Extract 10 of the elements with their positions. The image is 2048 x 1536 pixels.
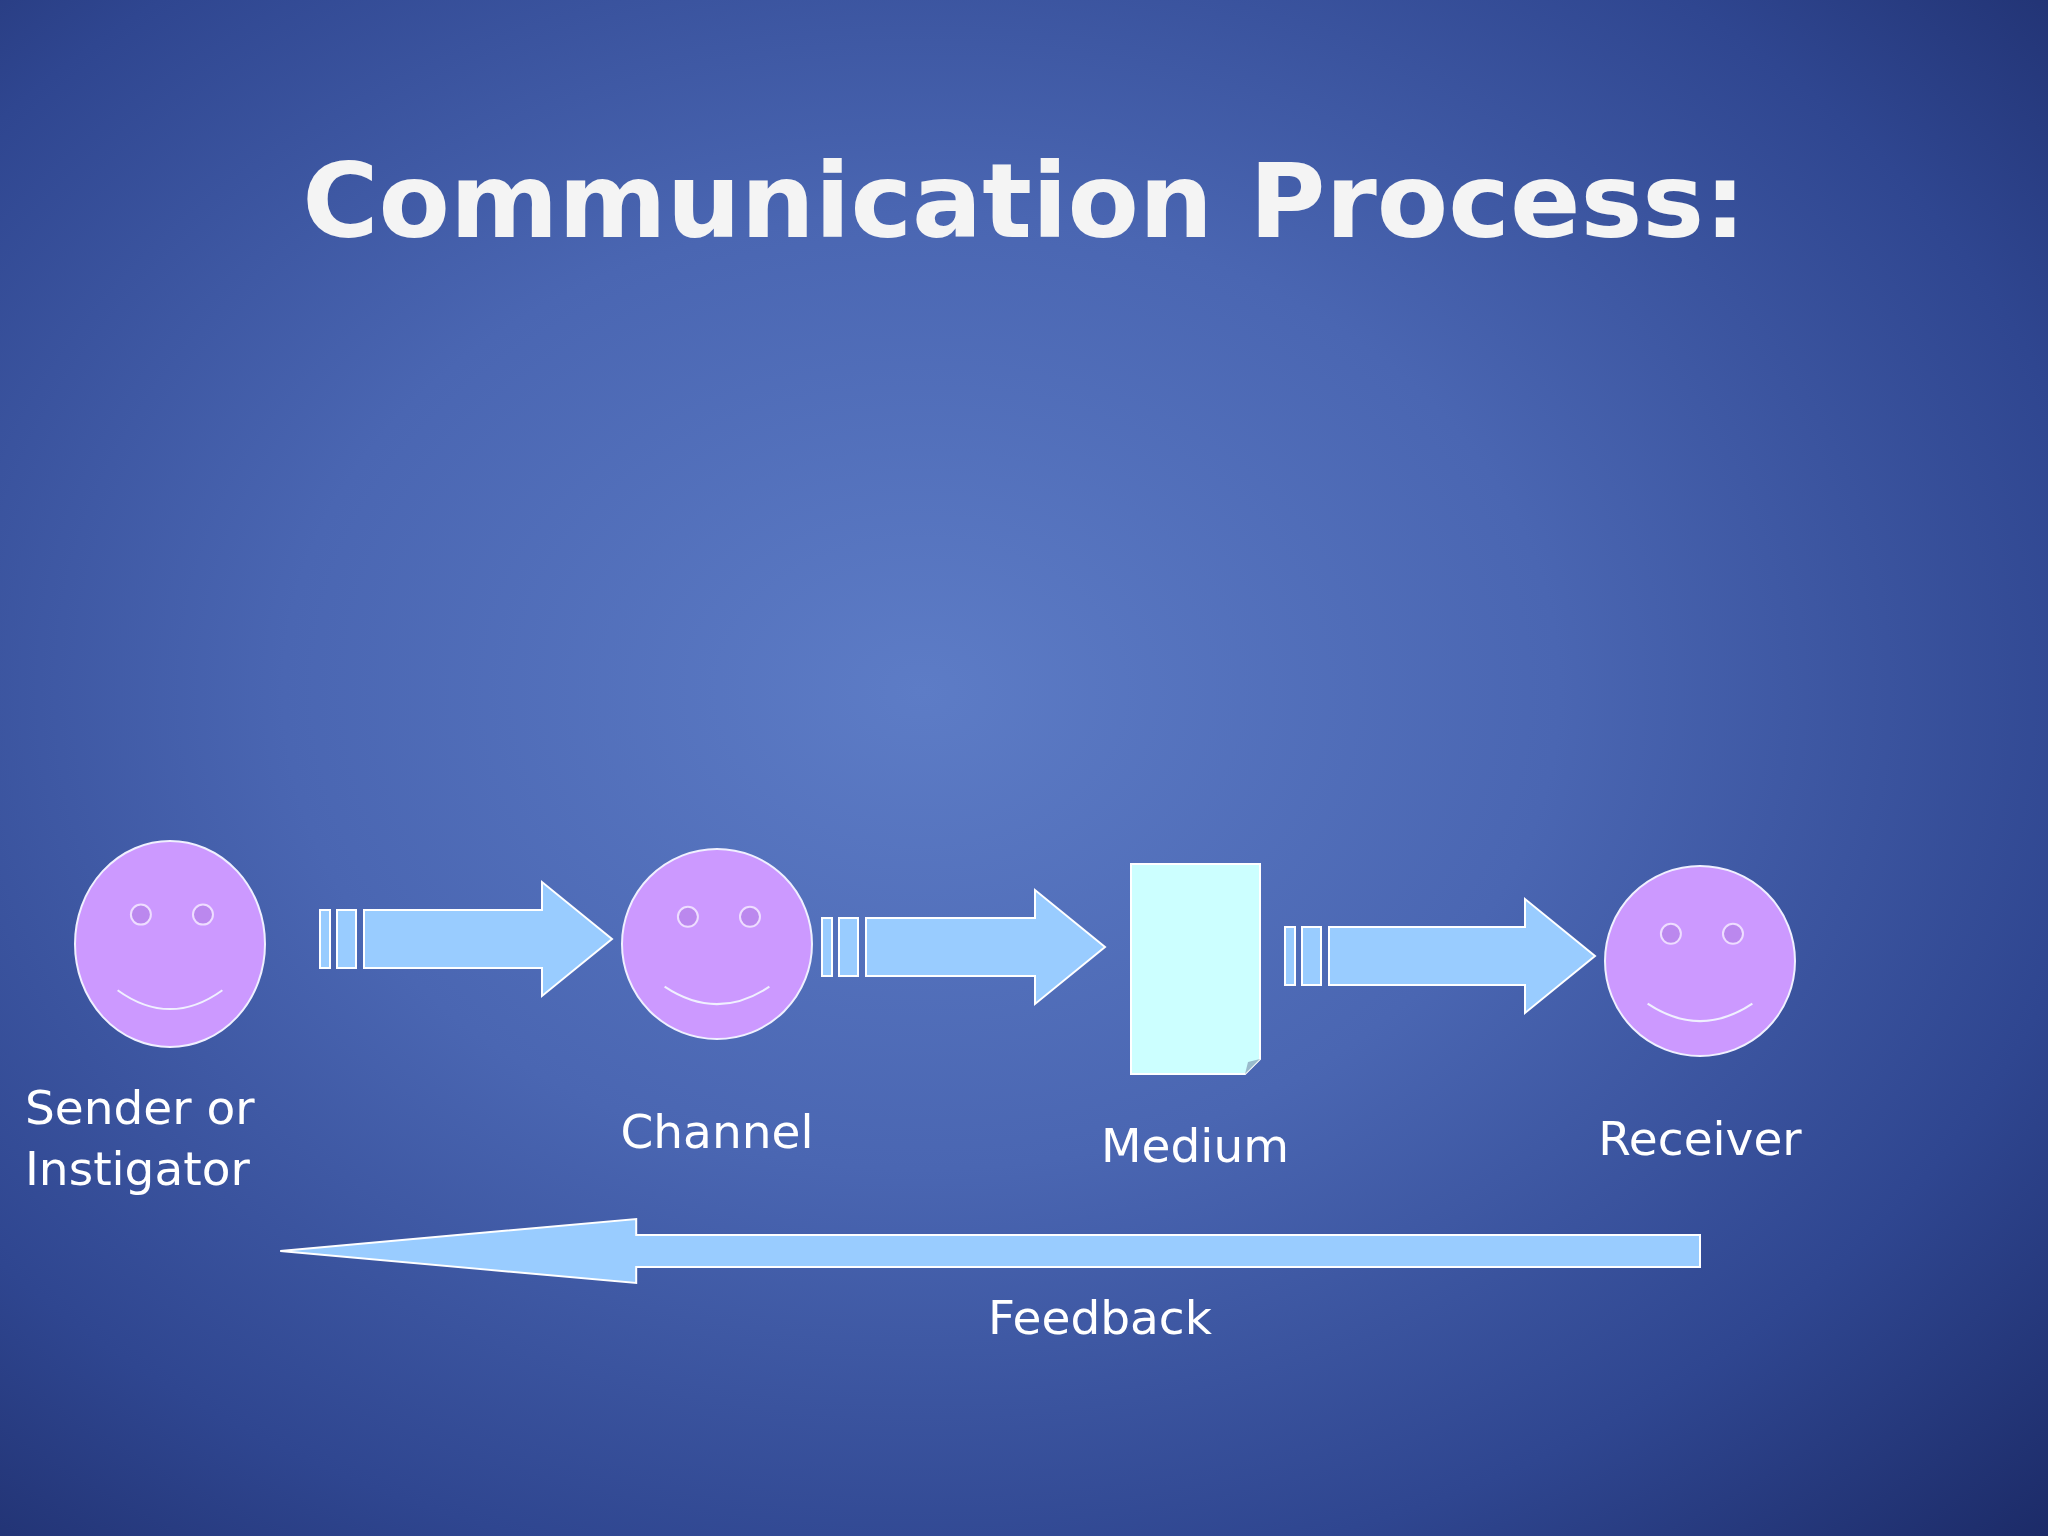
edge-label: Feedback <box>988 1290 1212 1345</box>
block-arrow <box>319 879 614 999</box>
node-label: Receiver <box>1598 1110 1802 1168</box>
block-arrow <box>821 887 1107 1007</box>
block-arrow <box>1284 896 1597 1016</box>
block-arrow <box>279 1217 1701 1285</box>
slide-title: Communication Process: <box>302 140 1746 262</box>
node-label: Sender or Instigator <box>25 1079 256 1198</box>
node-label: Channel <box>620 1103 814 1161</box>
node-label: Medium <box>1101 1117 1289 1175</box>
